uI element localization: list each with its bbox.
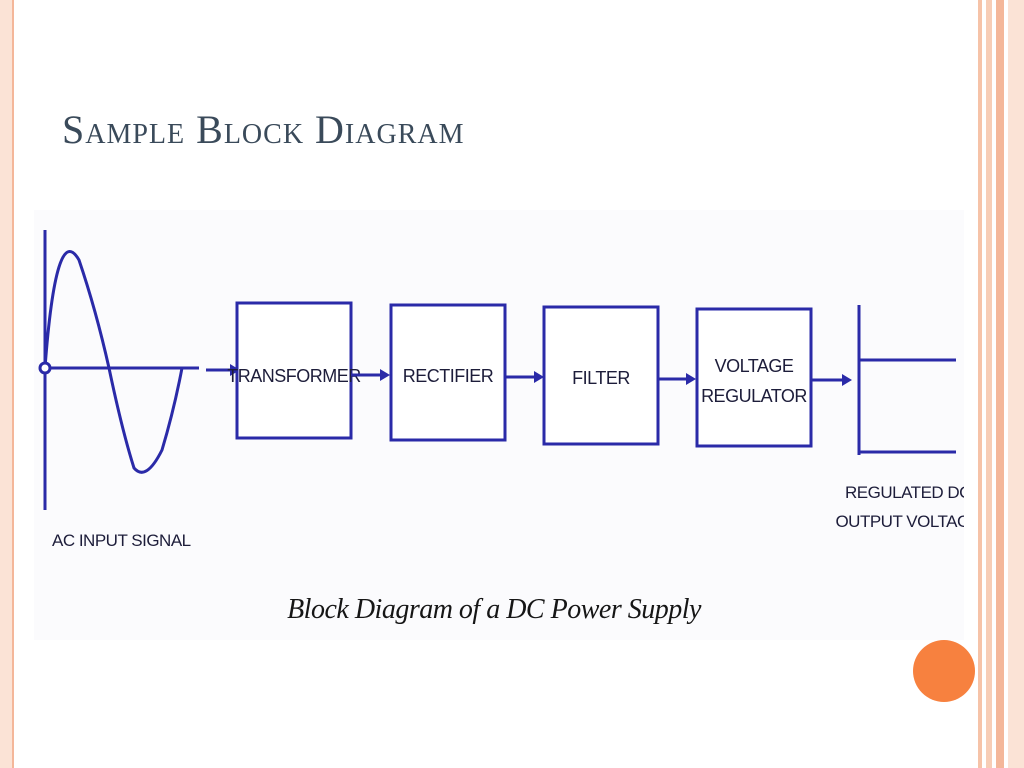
arrow-transformer-rectifier <box>351 369 390 381</box>
block-rectifier-label: RECTIFIER <box>403 366 494 386</box>
block-filter-label: FILTER <box>572 368 630 388</box>
sine-wave <box>43 250 184 474</box>
arrow-regulator-output <box>811 374 852 386</box>
block-regulator-label-line2: REGULATOR <box>701 386 807 406</box>
diagram-image: TRANSFORMER RECTIFIER FILTER VOLTAGE REG… <box>34 210 964 640</box>
block-regulator-label-line1: VOLTAGE <box>715 356 794 376</box>
output-label-line2: OUTPUT VOLTAGE <box>835 512 964 531</box>
block-voltage-regulator: VOLTAGE REGULATOR <box>695 307 813 448</box>
orange-accent-dot <box>913 640 975 702</box>
diagram-caption: Block Diagram of a DC Power Supply <box>287 594 702 625</box>
dc-output-waveform <box>857 305 956 455</box>
output-label-line1: REGULATED DC <box>845 483 964 502</box>
block-filter: FILTER <box>542 305 660 446</box>
arrow-filter-regulator <box>658 373 696 385</box>
right-border-stripes <box>976 0 1024 768</box>
block-transformer-label: TRANSFORMER <box>227 366 361 386</box>
arrow-input <box>206 364 240 376</box>
block-transformer: TRANSFORMER <box>227 301 362 440</box>
arrow-rectifier-filter <box>505 371 544 383</box>
dc-power-supply-diagram: TRANSFORMER RECTIFIER FILTER VOLTAGE REG… <box>38 230 964 625</box>
left-border <box>0 0 14 768</box>
slide-title: Sample Block Diagram <box>62 107 465 152</box>
ac-input-signal-waveform <box>38 230 199 510</box>
ac-input-signal-label: AC INPUT SIGNAL <box>52 531 191 550</box>
waveform-origin <box>38 361 52 375</box>
block-rectifier: RECTIFIER <box>389 303 507 442</box>
